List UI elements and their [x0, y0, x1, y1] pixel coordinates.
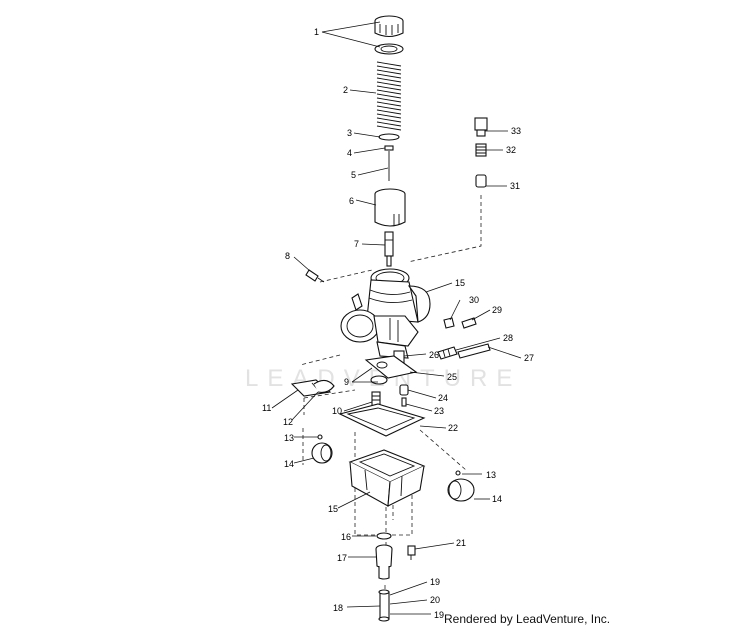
callout-13-left: 13 — [284, 433, 294, 443]
callout-27: 27 — [524, 353, 534, 363]
part-bowl-screw — [407, 545, 416, 560]
callout-1: 1 — [314, 27, 319, 37]
callout-12: 12 — [283, 417, 293, 427]
callout-31: 31 — [510, 181, 520, 191]
callout-29: 29 — [492, 305, 502, 315]
callout-5: 5 — [351, 170, 356, 180]
part-float-left — [311, 434, 333, 464]
callout-15-bowl: 15 — [328, 504, 338, 514]
callout-32: 32 — [506, 145, 516, 155]
callout-33: 33 — [511, 126, 521, 136]
callout-6: 6 — [349, 196, 354, 206]
callout-2: 2 — [343, 85, 348, 95]
part-cap — [374, 15, 404, 55]
callout-14-left: 14 — [284, 459, 294, 469]
part-needle-jet — [384, 231, 394, 267]
callout-8: 8 — [285, 251, 290, 261]
callout-9: 9 — [344, 377, 349, 387]
callout-22: 22 — [448, 423, 458, 433]
part-bowl-gasket — [338, 403, 426, 437]
part-needle-set — [378, 133, 400, 181]
callout-30: 30 — [469, 295, 479, 305]
callout-7: 7 — [354, 239, 359, 249]
part-throttle-slide — [374, 188, 406, 227]
rendered-by-credit: Rendered by LeadVenture, Inc. — [444, 612, 611, 626]
callout-16: 16 — [341, 532, 351, 542]
callout-3: 3 — [347, 128, 352, 138]
callout-28: 28 — [503, 333, 513, 343]
callout-13-right: 13 — [486, 470, 496, 480]
callout-23: 23 — [434, 406, 444, 416]
callout-14-right: 14 — [492, 494, 502, 504]
part-carburetor-body — [340, 268, 431, 359]
part-float-needle — [399, 384, 409, 407]
callout-24: 24 — [438, 393, 448, 403]
callout-19-upper: 19 — [430, 577, 440, 587]
callout-4: 4 — [347, 148, 352, 158]
part-adjuster-assembly — [474, 117, 488, 188]
callout-17: 17 — [337, 553, 347, 563]
part-side-screws — [437, 317, 491, 360]
callout-26: 26 — [429, 350, 439, 360]
callout-11: 11 — [262, 403, 271, 413]
part-float-arm — [290, 379, 335, 397]
callout-15-top: 15 — [455, 278, 465, 288]
callout-18: 18 — [333, 603, 343, 613]
callout-20: 20 — [430, 595, 440, 605]
callout-21: 21 — [456, 538, 466, 548]
leader-lines — [271, 21, 522, 615]
part-drain-fitting — [375, 532, 393, 580]
part-float-bowl — [348, 449, 426, 507]
callout-10: 10 — [332, 406, 342, 416]
part-spring — [376, 61, 402, 131]
part-drain-tube — [378, 589, 390, 622]
callout-19-lower: 19 — [434, 610, 444, 620]
callout-25: 25 — [447, 372, 457, 382]
part-float-right — [447, 470, 475, 502]
callout-labels: 1 2 3 4 5 6 7 8 9 10 11 12 13 14 15 15 1… — [262, 27, 534, 620]
part-pilot-screw — [305, 269, 325, 283]
